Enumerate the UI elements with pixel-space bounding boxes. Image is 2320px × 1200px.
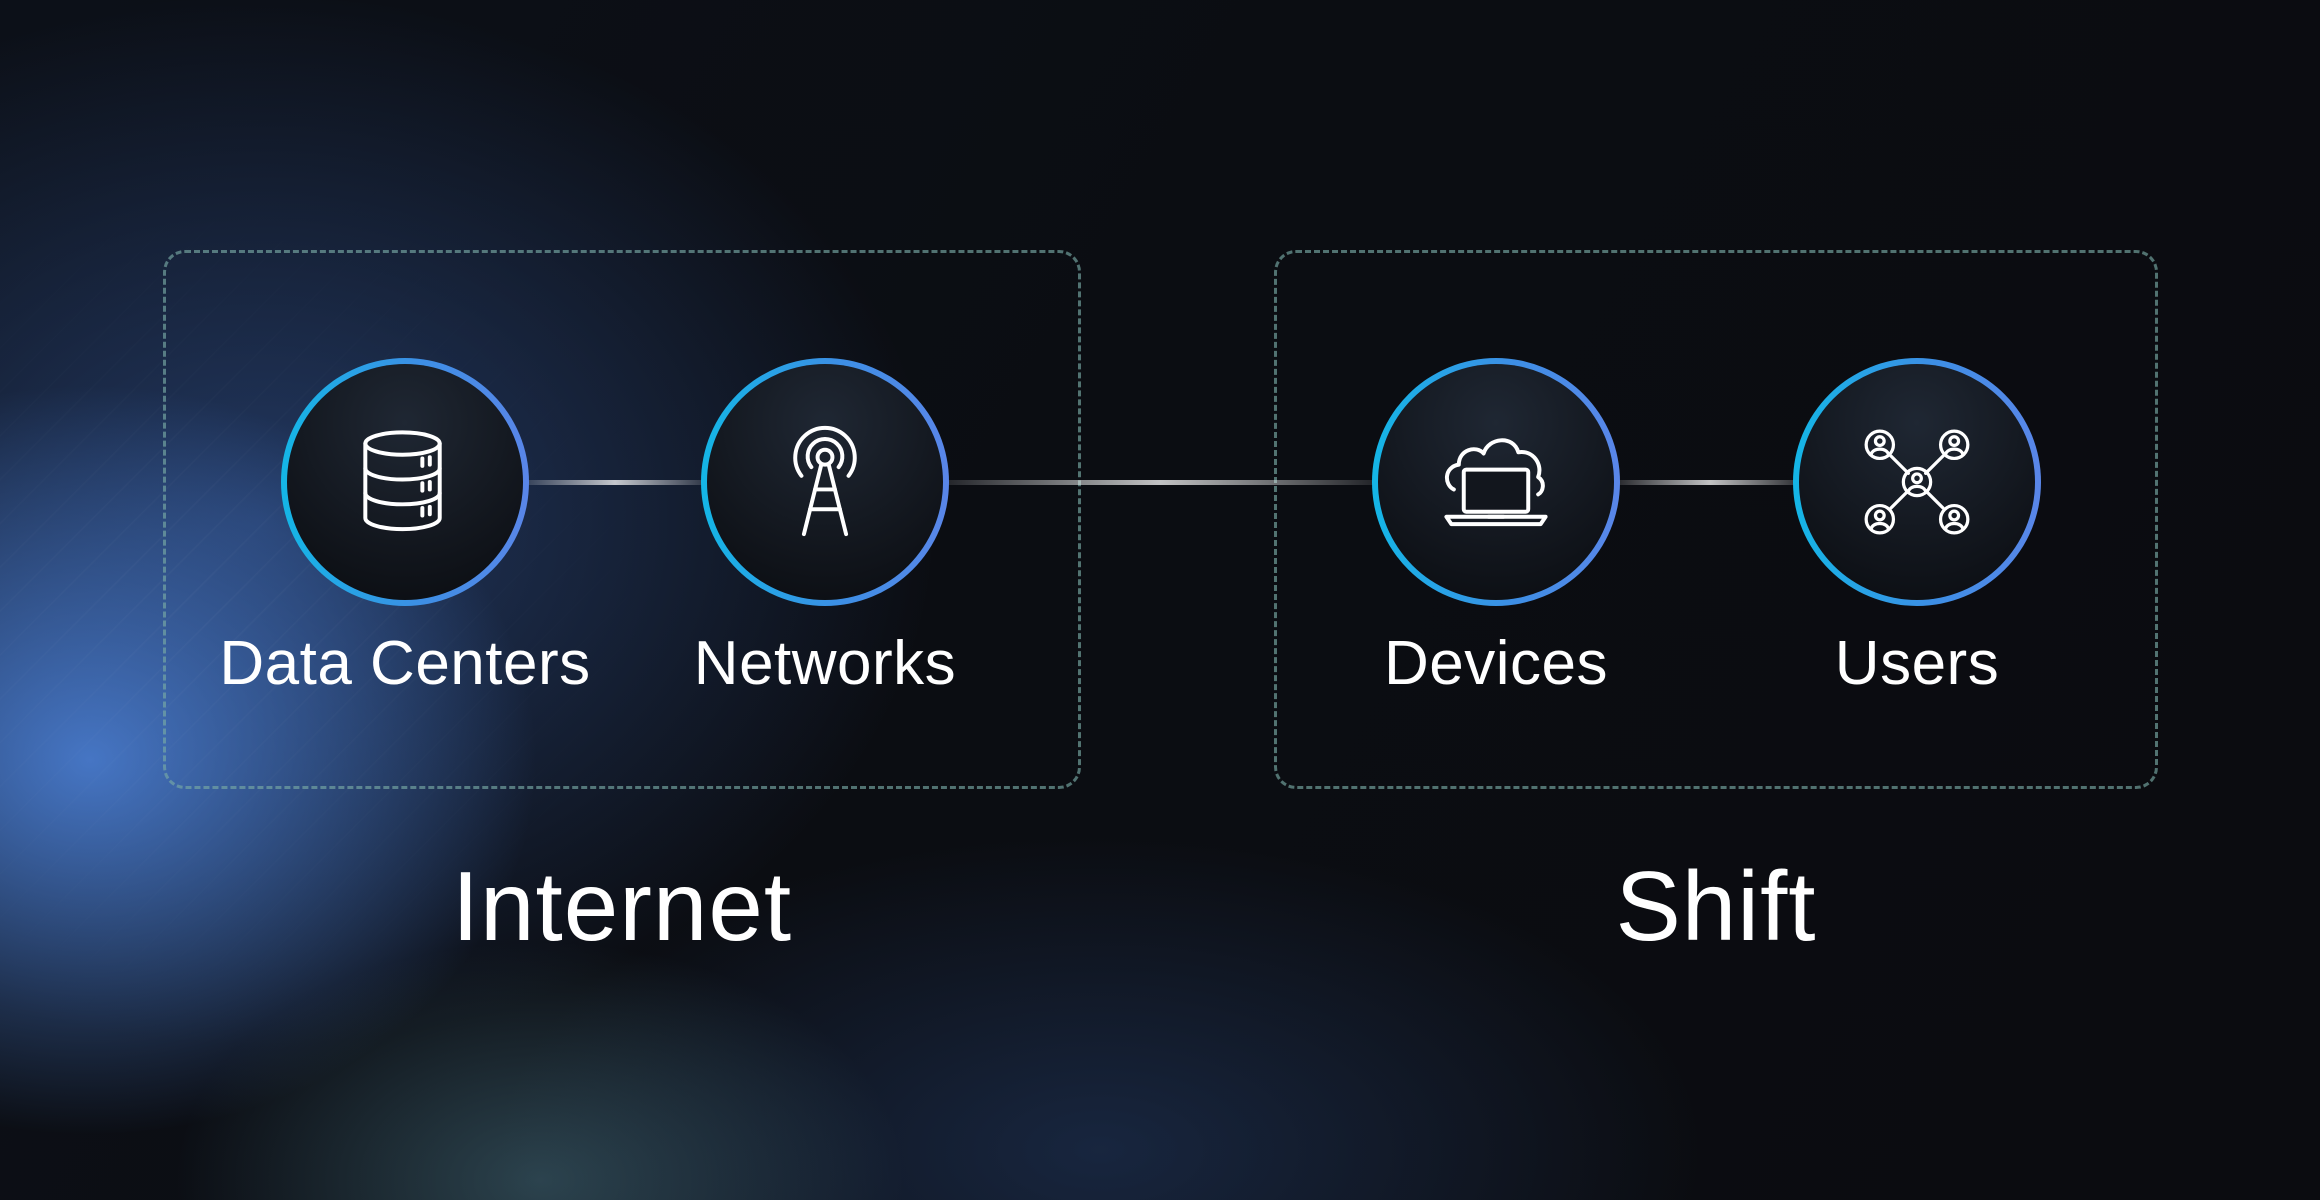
connector-data-centers-networks [520, 480, 710, 485]
node-users [1793, 358, 2041, 606]
group-title-internet: Internet [451, 851, 793, 961]
node-networks [701, 358, 949, 606]
cloud-laptop-icon [1444, 438, 1548, 527]
connector-networks-devices [940, 480, 1380, 485]
node-label-users: Users [1834, 629, 2000, 698]
group-title-shift: Shift [1615, 851, 1817, 961]
shift-group-box [1274, 250, 2158, 789]
connector-devices-users [1612, 480, 1808, 485]
antenna-tower-icon [793, 425, 857, 537]
node-label-data-centers: Data Centers [219, 629, 591, 698]
node-devices [1372, 358, 1620, 606]
node-label-networks: Networks [693, 629, 957, 698]
node-data-centers [281, 358, 529, 606]
user-network-icon [1864, 429, 1970, 535]
node-label-devices: Devices [1383, 629, 1608, 698]
internet-group-box [163, 250, 1081, 789]
database-icon [363, 430, 442, 532]
